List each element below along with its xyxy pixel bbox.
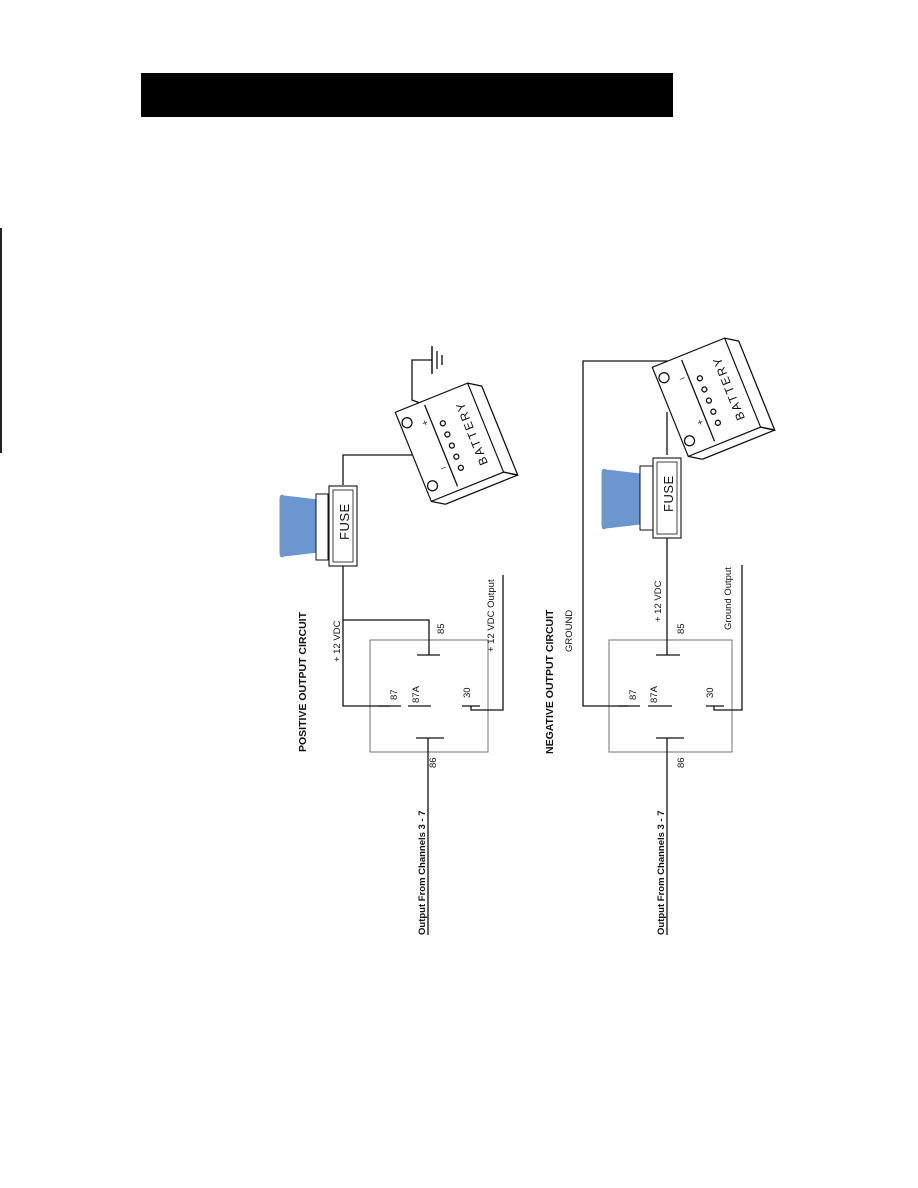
negative-circuit: 85 87 87A 30 86 FUSE bbox=[544, 337, 776, 935]
pin-86-label: 86 bbox=[676, 757, 687, 768]
pin-30-label: 30 bbox=[462, 687, 473, 698]
fuse-label: FUSE bbox=[337, 503, 352, 540]
header-bar bbox=[141, 73, 673, 117]
supply-label: + 12 VDC bbox=[332, 620, 343, 662]
output-label: + 12 VDC Output bbox=[486, 579, 497, 652]
battery-pos-sign: + bbox=[696, 417, 706, 429]
wire-fuse-battery bbox=[342, 454, 418, 485]
output-label: Ground Output bbox=[723, 567, 734, 630]
battery-pos-sign: + bbox=[421, 417, 431, 429]
battery-icon: – + BATTERY bbox=[651, 337, 776, 460]
ground-icon bbox=[431, 346, 443, 374]
pin-85-label: 85 bbox=[436, 623, 447, 634]
ground-label: GROUND bbox=[564, 610, 575, 652]
fuse-label: FUSE bbox=[661, 475, 676, 512]
pin-87-label: 87 bbox=[389, 689, 400, 700]
battery-icon: + – BATTERY bbox=[394, 382, 519, 505]
supply-label: + 12 VDC bbox=[653, 580, 664, 622]
positive-circuit: 85 87 87A 30 86 FUSE bbox=[279, 346, 519, 935]
pin-87-label: 87 bbox=[628, 689, 639, 700]
pin-86-label: 86 bbox=[428, 757, 439, 768]
pin-87a-label: 87A bbox=[649, 685, 660, 703]
battery-neg-sign: – bbox=[678, 372, 688, 384]
input-label: Output From Channels 3 - 7 bbox=[417, 810, 428, 935]
battery-neg-sign: – bbox=[439, 462, 449, 474]
fuse-icon: FUSE bbox=[601, 457, 682, 539]
relay-box-negative bbox=[608, 639, 733, 753]
input-label: Output From Channels 3 - 7 bbox=[656, 810, 667, 935]
output-wire bbox=[470, 575, 504, 711]
ground-wire bbox=[582, 360, 692, 707]
output-wire bbox=[713, 565, 743, 711]
fuse-icon: FUSE bbox=[279, 485, 358, 567]
margin-mark bbox=[0, 228, 2, 453]
negative-circuit-title: NEGATIVE OUTPUT CIRCUIT bbox=[544, 609, 556, 754]
pin-87a-label: 87A bbox=[411, 685, 422, 703]
pin-30-label: 30 bbox=[705, 687, 716, 698]
positive-circuit-title: POSITIVE OUTPUT CIRCUIT bbox=[297, 611, 309, 752]
pin-85-label: 85 bbox=[676, 623, 687, 634]
